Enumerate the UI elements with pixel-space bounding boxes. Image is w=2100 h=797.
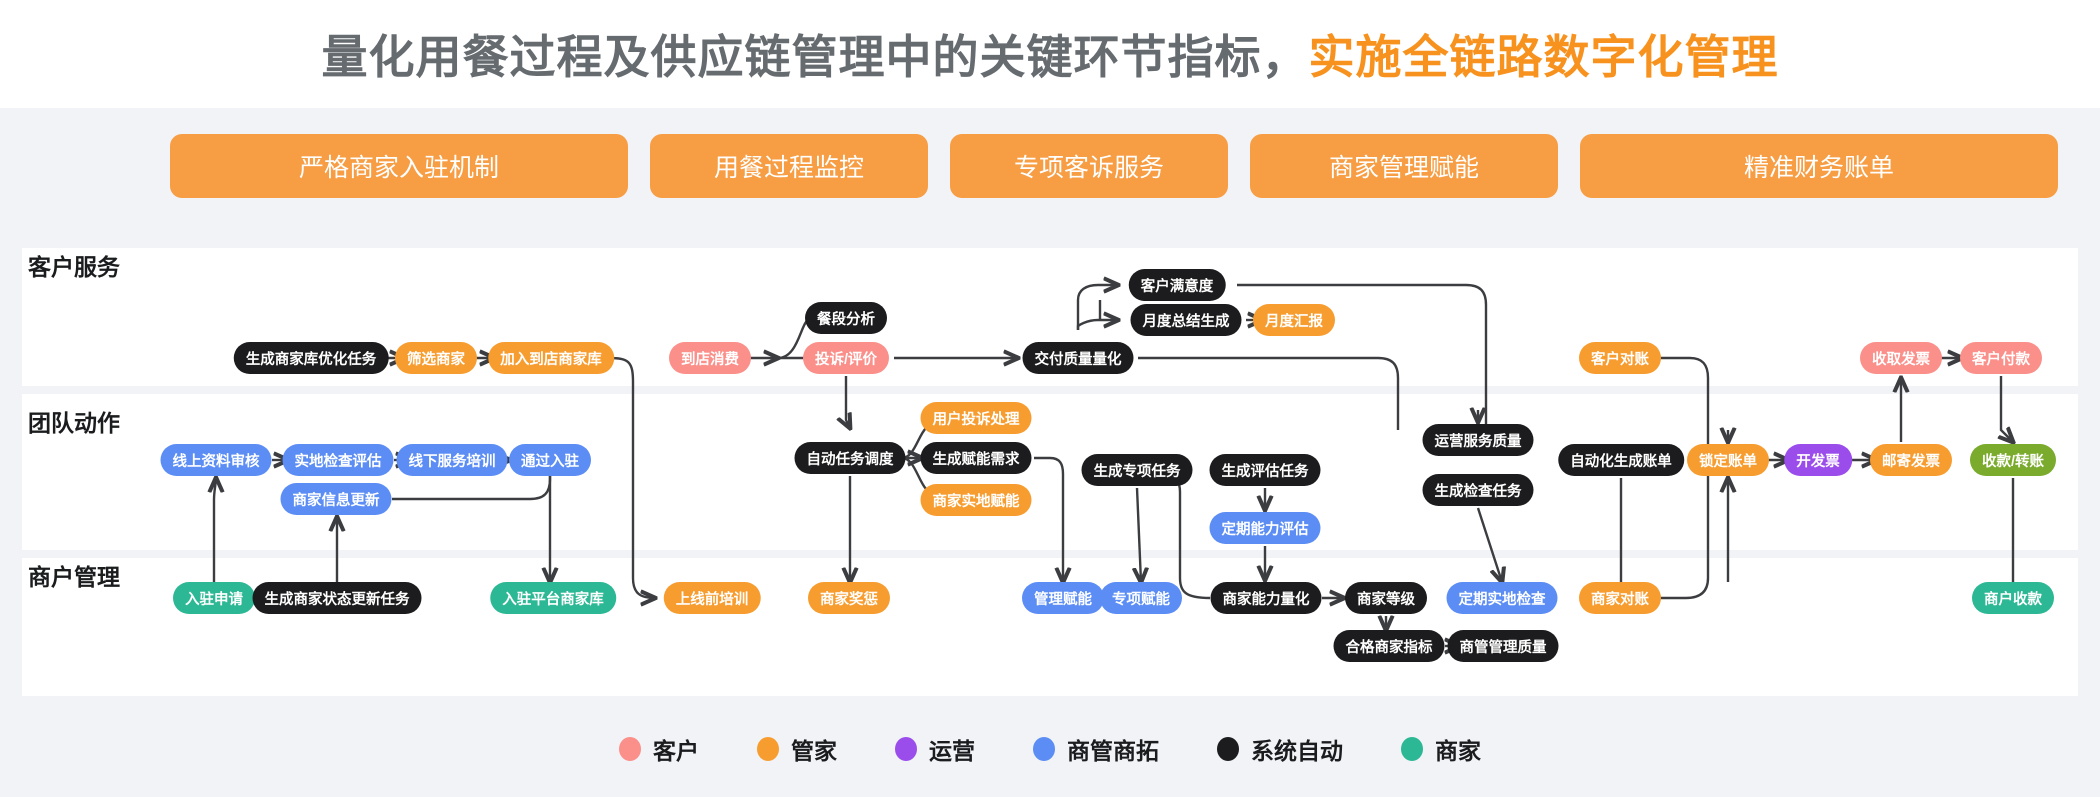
flow-node-m5[interactable]: 商家信息更新 <box>280 483 392 515</box>
flow-node-b11[interactable]: 商家对账 <box>1579 582 1661 614</box>
legend-item-2: 运营 <box>895 732 975 766</box>
lane-label-merchant-mgmt: 商户管理 <box>28 564 120 590</box>
flow-node-b2[interactable]: 生成商家状态更新任务 <box>252 582 422 614</box>
legend-item-1: 管家 <box>757 732 837 766</box>
flow-node-b12[interactable]: 合格商家指标 <box>1333 630 1445 662</box>
flow-node-n13[interactable]: 客户付款 <box>1960 342 2042 374</box>
flow-node-m14[interactable]: 生成检查任务 <box>1422 474 1534 506</box>
flow-node-m13[interactable]: 运营服务质量 <box>1422 424 1534 456</box>
lane-merchant-mgmt <box>22 558 2078 696</box>
flow-node-b9[interactable]: 商家等级 <box>1345 582 1427 614</box>
phase-chip-2[interactable]: 专项客诉服务 <box>950 134 1228 198</box>
flow-node-n9[interactable]: 月度总结生成 <box>1130 304 1242 336</box>
flow-node-m12[interactable]: 定期能力评估 <box>1209 512 1321 544</box>
flow-node-m7[interactable]: 用户投诉处理 <box>920 402 1032 434</box>
flow-node-m15[interactable]: 自动化生成账单 <box>1558 444 1684 476</box>
flow-node-n6[interactable]: 投诉/评价 <box>802 342 890 374</box>
flow-node-n7[interactable]: 交付质量量化 <box>1022 342 1134 374</box>
page-title-accent: 实施全链路数字化管理 <box>1308 31 1779 83</box>
flow-node-n12[interactable]: 收取发票 <box>1860 342 1942 374</box>
flow-node-b3[interactable]: 入驻平台商家库 <box>490 582 616 614</box>
flow-node-n3[interactable]: 加入到店商家库 <box>488 342 614 374</box>
legend-item-0: 客户 <box>619 732 699 766</box>
page-header: 量化用餐过程及供应链管理中的关键环节指标，实施全链路数字化管理 <box>0 0 2100 108</box>
flow-node-m8[interactable]: 生成赋能需求 <box>920 442 1032 474</box>
legend-dot-icon <box>1401 736 1423 761</box>
legend-label: 客户 <box>653 737 699 764</box>
legend-label: 系统自动 <box>1251 737 1343 764</box>
flow-node-m4[interactable]: 通过入驻 <box>509 444 591 476</box>
flow-node-b13[interactable]: 商管管理质量 <box>1447 630 1559 662</box>
flow-node-b5[interactable]: 商家奖惩 <box>808 582 890 614</box>
legend-dot-icon <box>1033 736 1055 761</box>
flow-node-n1[interactable]: 生成商家库优化任务 <box>233 342 389 374</box>
legend: 客户 管家 运营 商管商拓 系统自动 商家 <box>0 700 2100 797</box>
legend-dot-icon <box>1217 736 1239 761</box>
page-title: 量化用餐过程及供应链管理中的关键环节指标，实施全链路数字化管理 <box>322 21 1779 87</box>
legend-label: 管家 <box>791 737 837 764</box>
legend-label: 运营 <box>929 737 975 764</box>
lane-label-customer-service: 客户服务 <box>28 254 120 280</box>
flow-node-m10[interactable]: 生成专项任务 <box>1081 454 1193 486</box>
phase-chip-3[interactable]: 商家管理赋能 <box>1250 134 1558 198</box>
phase-chip-0[interactable]: 严格商家入驻机制 <box>170 134 628 198</box>
legend-label: 商家 <box>1435 737 1481 764</box>
flow-node-n4[interactable]: 到店消费 <box>669 342 751 374</box>
flow-node-n10[interactable]: 月度汇报 <box>1253 304 1335 336</box>
legend-item-5: 商家 <box>1401 732 1481 766</box>
flow-node-m17[interactable]: 开发票 <box>1784 444 1852 476</box>
flow-node-m19[interactable]: 收款/转账 <box>1969 444 2057 476</box>
phase-chip-1[interactable]: 用餐过程监控 <box>650 134 928 198</box>
flow-node-b6[interactable]: 管理赋能 <box>1022 582 1104 614</box>
flow-node-m16[interactable]: 锁定账单 <box>1687 444 1769 476</box>
flow-node-m11[interactable]: 生成评估任务 <box>1209 454 1321 486</box>
flow-node-b1[interactable]: 入驻申请 <box>173 582 255 614</box>
legend-dot-icon <box>619 736 641 761</box>
legend-item-3: 商管商拓 <box>1033 732 1159 766</box>
page-title-main: 量化用餐过程及供应链管理中的关键环节指标， <box>321 31 1309 83</box>
flow-node-b8[interactable]: 商家能力量化 <box>1210 582 1322 614</box>
flow-node-n11[interactable]: 客户对账 <box>1579 342 1661 374</box>
lane-label-team-action: 团队动作 <box>28 410 120 436</box>
legend-label: 商管商拓 <box>1067 737 1159 764</box>
flow-node-m3[interactable]: 线下服务培训 <box>396 444 508 476</box>
legend-dot-icon <box>895 736 917 761</box>
flow-node-n2[interactable]: 筛选商家 <box>395 342 477 374</box>
legend-dot-icon <box>757 736 779 761</box>
flow-node-m1[interactable]: 线上资料审核 <box>160 444 272 476</box>
flow-node-m6[interactable]: 自动任务调度 <box>794 442 906 474</box>
flow-node-m2[interactable]: 实地检查评估 <box>282 444 394 476</box>
flow-node-b4[interactable]: 上线前培训 <box>663 582 761 614</box>
flow-node-n8[interactable]: 客户满意度 <box>1128 269 1226 301</box>
phase-chip-4[interactable]: 精准财务账单 <box>1580 134 2058 198</box>
flow-node-m18[interactable]: 邮寄发票 <box>1870 444 1952 476</box>
phase-bar: 严格商家入驻机制用餐过程监控专项客诉服务商家管理赋能精准财务账单 <box>0 108 2100 240</box>
legend-item-4: 系统自动 <box>1217 732 1343 766</box>
flow-node-b10[interactable]: 定期实地检查 <box>1446 582 1558 614</box>
flow-node-b7[interactable]: 专项赋能 <box>1100 582 1182 614</box>
flow-node-b14[interactable]: 商户收款 <box>1972 582 2054 614</box>
flow-node-n5[interactable]: 餐段分析 <box>805 302 887 334</box>
flow-node-m9[interactable]: 商家实地赋能 <box>920 484 1032 516</box>
